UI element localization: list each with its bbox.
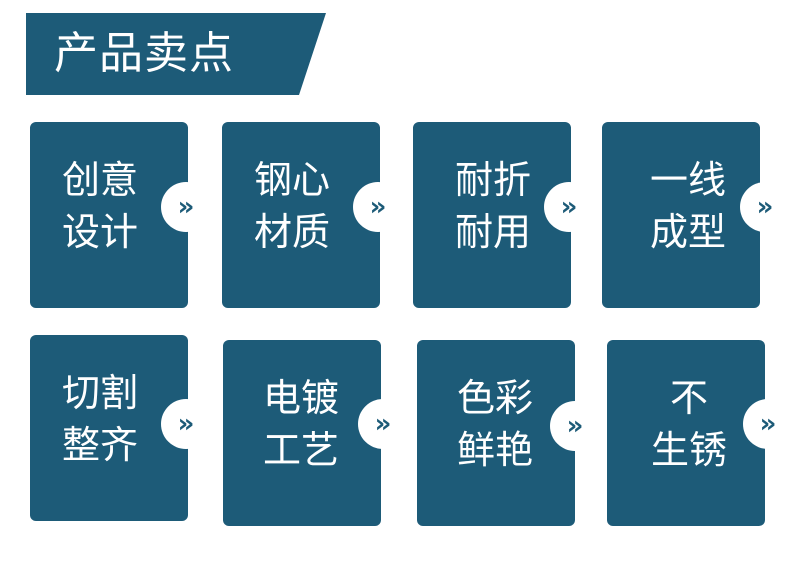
feature-label: 切割 整齐 — [61, 371, 138, 467]
feature-label: 不 生锈 — [650, 376, 727, 472]
feature-card-clean-cut: 切割 整齐 » — [30, 335, 211, 521]
double-chevron-right-icon: » — [550, 401, 600, 451]
section-banner: 产品卖点 — [26, 13, 326, 95]
section-title: 产品卖点 — [54, 28, 234, 79]
double-chevron-right-icon: » — [740, 182, 790, 232]
double-chevron-right-icon: » — [544, 182, 594, 232]
feature-label: 一线 成型 — [649, 158, 726, 254]
double-chevron-right-icon: » — [743, 399, 790, 449]
feature-card-electroplating: 电镀 工艺 » — [223, 340, 408, 526]
feature-label: 色彩 鲜艳 — [456, 376, 533, 472]
double-chevron-right-icon: » — [161, 399, 211, 449]
feature-card-rustproof: 不 生锈 » — [607, 340, 790, 526]
feature-label: 耐折 耐用 — [454, 158, 531, 254]
feature-card-steel-core: 钢心 材质 » — [222, 122, 403, 308]
feature-label: 创意 设计 — [61, 158, 138, 254]
feature-card-one-piece: 一线 成型 » — [602, 122, 790, 308]
double-chevron-right-icon: » — [358, 399, 408, 449]
feature-label: 钢心 材质 — [253, 158, 330, 254]
double-chevron-right-icon: » — [161, 182, 211, 232]
feature-card-vivid-color: 色彩 鲜艳 » — [417, 340, 600, 526]
feature-label: 电镀 工艺 — [262, 376, 339, 472]
feature-card-creative-design: 创意 设计 » — [30, 122, 211, 308]
double-chevron-right-icon: » — [353, 182, 403, 232]
feature-card-durable: 耐折 耐用 » — [413, 122, 594, 308]
